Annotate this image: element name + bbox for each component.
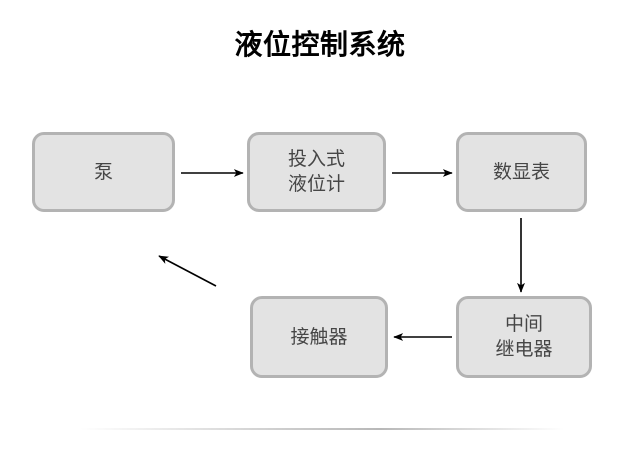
page-title: 液位控制系统 [234,28,406,61]
edge-contactor-to-pump [158,255,217,287]
node-contactor[interactable]: 接触器 [250,296,388,378]
node-digital-meter[interactable]: 数显表 [456,132,587,212]
node-pump[interactable]: 泵 [32,132,175,212]
node-level-gauge[interactable]: 投入式 液位计 [247,132,386,212]
bottom-divider [80,428,564,430]
node-intermediate-relay[interactable]: 中间 继电器 [456,296,592,378]
